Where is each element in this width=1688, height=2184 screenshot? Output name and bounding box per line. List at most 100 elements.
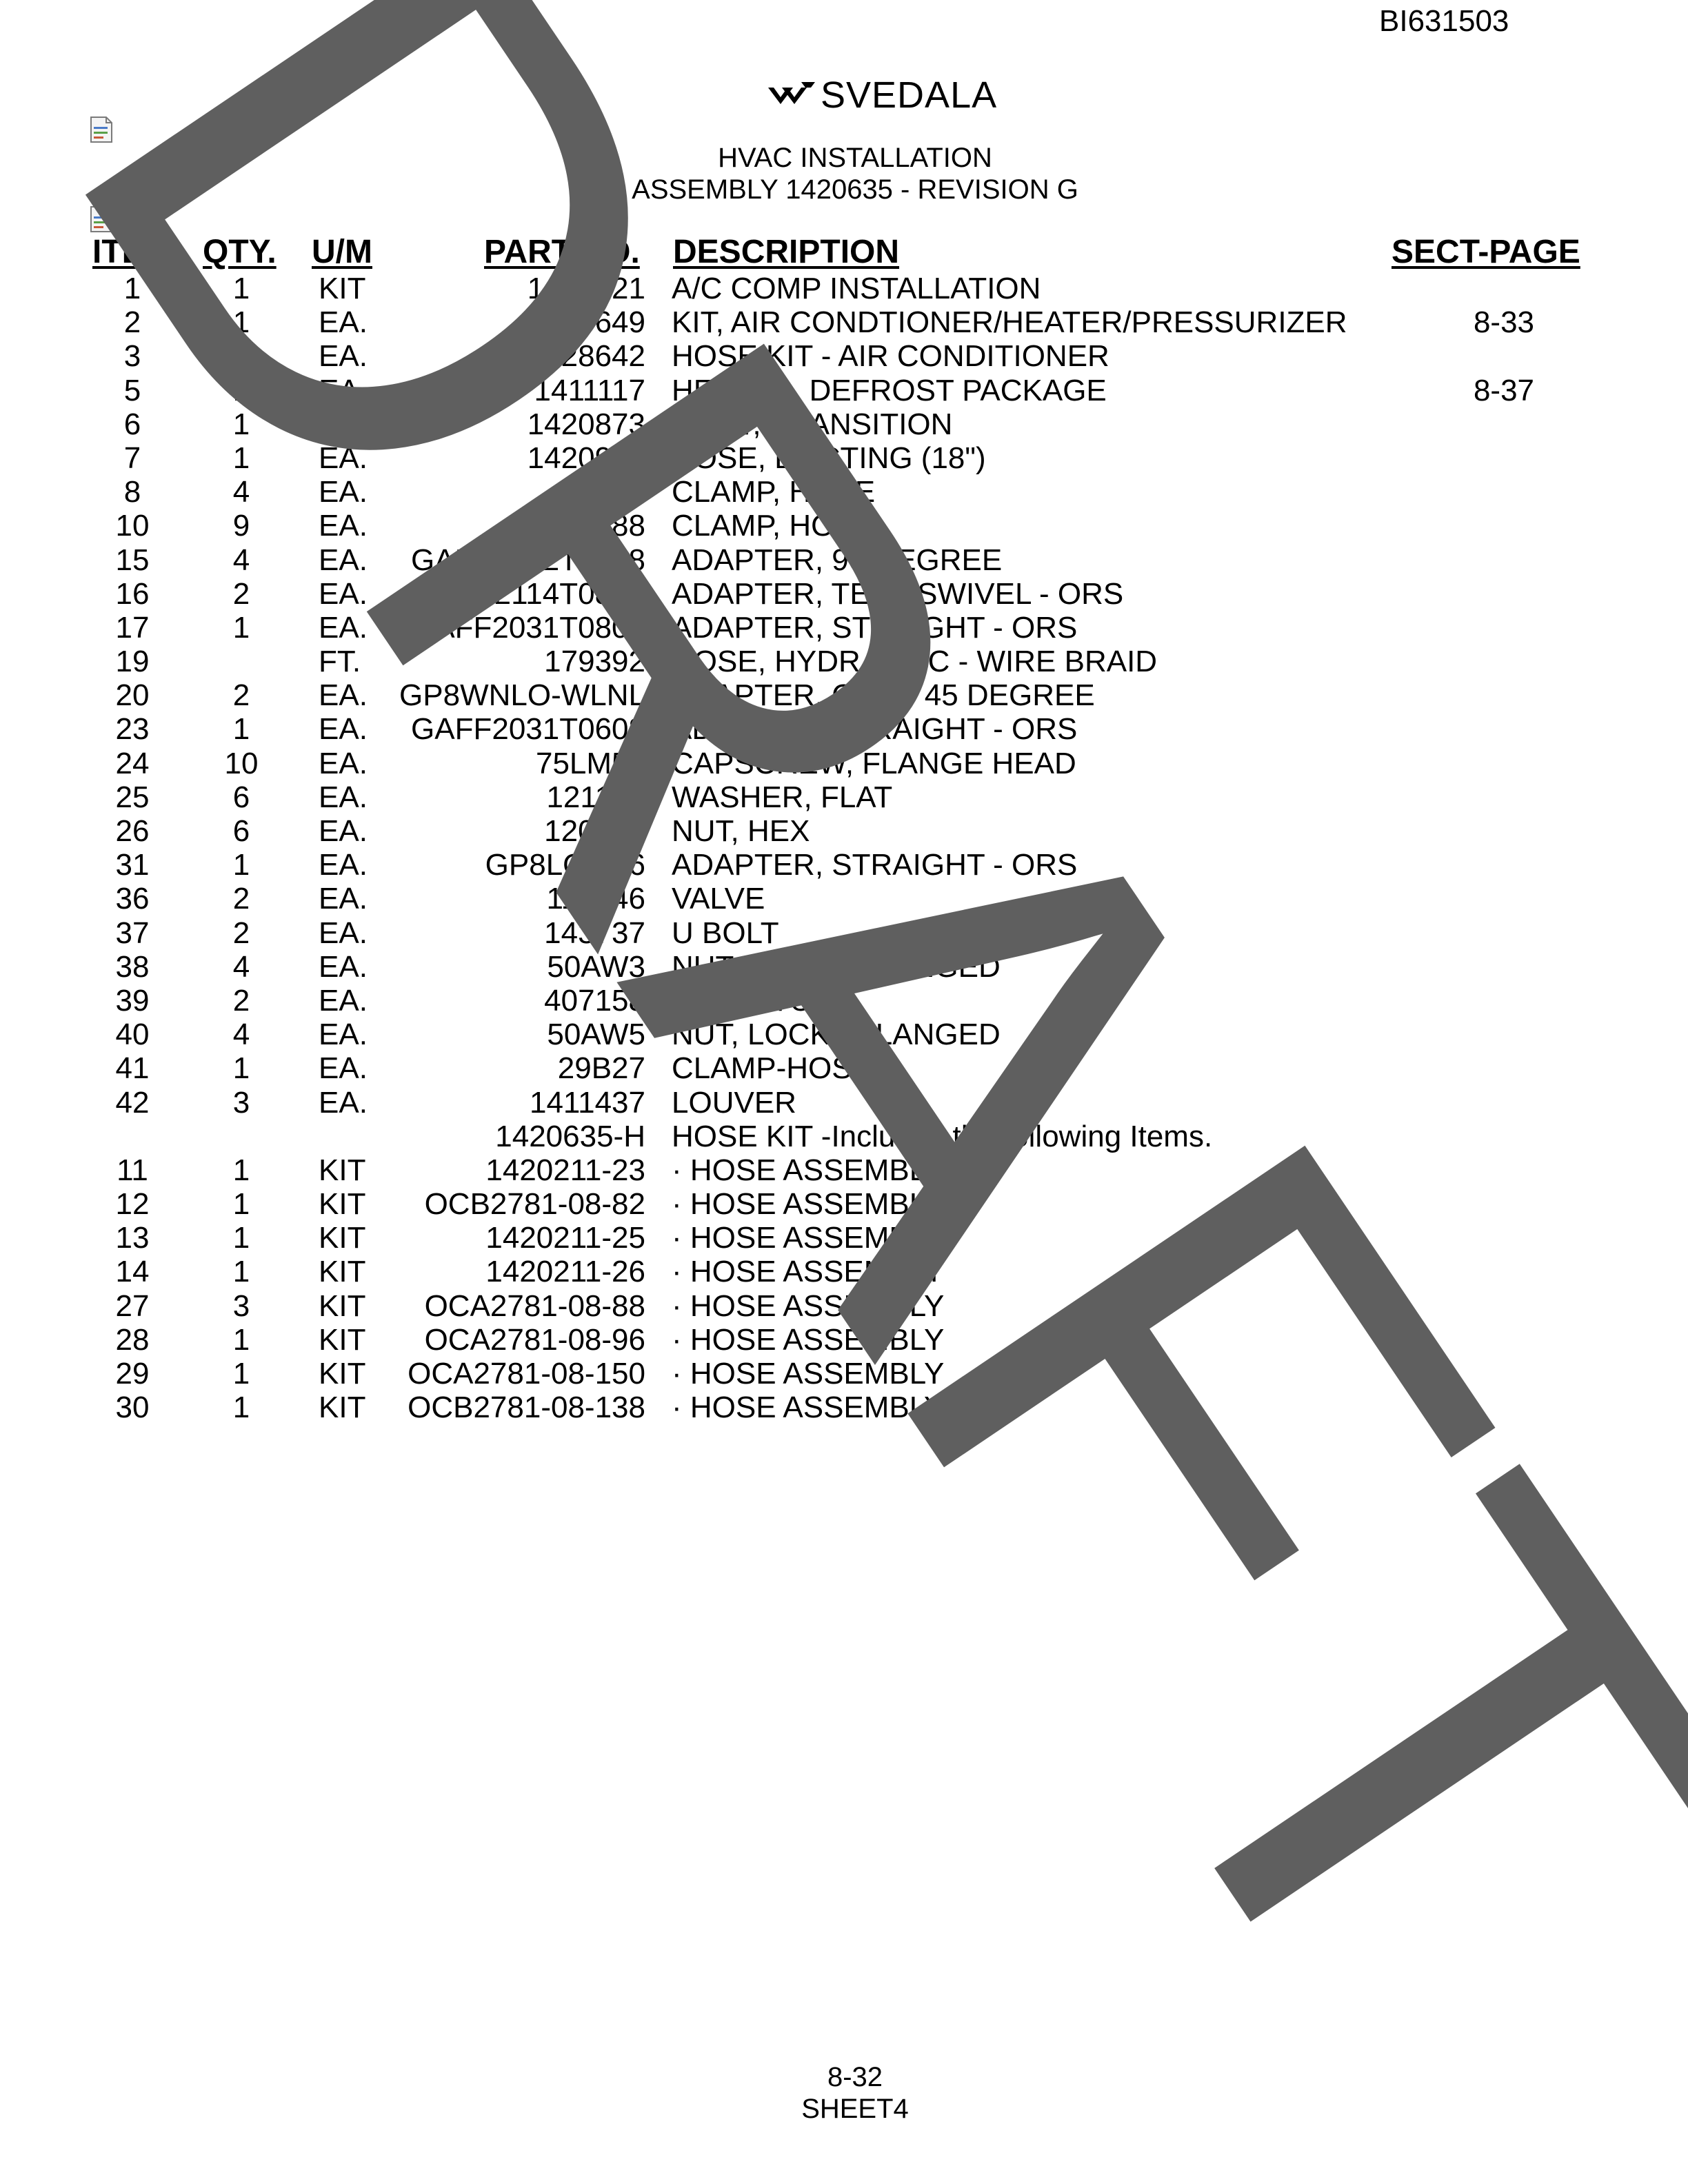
cell-item: 31 — [115, 848, 150, 882]
cell-description: A/C COMP INSTALLATION — [672, 272, 1041, 305]
cell-sect-page: 8-33 — [1473, 305, 1535, 340]
cell-um: FT. — [319, 645, 361, 679]
cell-part-no: 75LM51 — [535, 746, 645, 780]
cell-description: HOSE KIT - AIR CONDITIONER — [672, 339, 1109, 374]
cell-um: EA. — [319, 305, 368, 340]
page-number: 8-32 — [827, 2062, 883, 2092]
cell-description: CAPSCREW, FLANGE HEAD — [672, 746, 1076, 780]
cell-um: EA. — [319, 1018, 368, 1052]
cell-qty: 2 — [232, 882, 250, 916]
cell-part-no: 29B27 — [557, 1051, 645, 1086]
cell-um: KIT — [319, 1288, 366, 1323]
cell-um: EA. — [319, 780, 368, 814]
title-line-1: HVAC INSTALLATION — [718, 143, 992, 173]
document-id: BI631503 — [1379, 4, 1509, 38]
cell-description: CLAMP, HOSE — [672, 475, 876, 509]
cell-qty: 4 — [232, 1018, 250, 1052]
cell-um: EA. — [319, 407, 368, 441]
cell-qty: 10 — [224, 746, 259, 780]
header-part-no: PART NO. — [484, 234, 640, 270]
cell-item: 29 — [115, 1357, 150, 1391]
cell-item: 19 — [115, 645, 150, 679]
cell-part-no: 118246 — [546, 882, 645, 916]
cell-qty: 1 — [232, 441, 250, 475]
cell-qty: 1 — [232, 407, 250, 441]
cell-um: KIT — [319, 1322, 366, 1357]
cell-description: DUCT, TRANSITION — [672, 407, 953, 441]
document-title: HVAC INSTALLATION ASSEMBLY 1420635 - REV… — [0, 142, 1688, 205]
cell-um: EA. — [319, 916, 368, 950]
cell-um: KIT — [319, 272, 366, 305]
cell-description: · HOSE ASSEMBLY — [672, 1322, 945, 1357]
cell-um: EA. — [319, 746, 368, 780]
cell-description: LOUVER — [672, 1085, 796, 1120]
cell-um: EA. — [319, 678, 368, 713]
cell-item: 38 — [115, 949, 150, 984]
cell-qty: 1 — [232, 1322, 250, 1357]
cell-part-no: OCA2781-08-88 — [424, 1288, 645, 1323]
cell-qty: 1 — [232, 1255, 250, 1289]
cell-qty: 1 — [232, 610, 250, 645]
cell-um: EA. — [319, 1085, 368, 1120]
cell-description: · HOSE ASSEMBLY — [672, 1153, 945, 1187]
cell-um: EA. — [319, 712, 368, 747]
svedala-chevron-logo — [768, 82, 815, 104]
table-header: ITEM QTY. U/M PART NO. DESCRIPTION SECT-… — [0, 233, 1688, 274]
cell-part-no: GP8LOHX6 — [485, 848, 645, 882]
cell-um: EA. — [319, 814, 368, 848]
cell-part-no: 143737 — [544, 916, 645, 950]
cell-part-no: 1420211-23 — [485, 1153, 645, 1187]
cell-part-no: 1411437 — [529, 1085, 645, 1120]
cell-description: · HOSE ASSEMBLY — [672, 1391, 945, 1425]
cell-qty: 1 — [232, 1221, 250, 1255]
cell-item: 23 — [115, 712, 150, 747]
cell-item: 30 — [115, 1391, 150, 1425]
cell-qty: 2 — [232, 678, 250, 713]
cell-item: 2 — [123, 305, 141, 340]
cell-description: BAR, STUD — [672, 983, 834, 1018]
cell-item: 13 — [115, 1221, 150, 1255]
cell-description: HOSE, DUCTING (18") — [672, 441, 986, 475]
cell-description: HOSE KIT -Includes the following Items. — [672, 1119, 1213, 1153]
header-description: DESCRIPTION — [673, 234, 900, 270]
cell-description: ADAPTER, 90 DEGREE — [672, 543, 1003, 577]
cell-um: EA. — [319, 610, 368, 645]
cell-description: ADAPTER, STRAIGHT - ORS — [672, 848, 1078, 882]
cell-description: · HOSE ASSEMBLY — [672, 1255, 945, 1289]
cell-um: EA. — [319, 509, 368, 543]
cell-qty: 1 — [232, 339, 250, 374]
cell-part-no: OCB2781-08-138 — [408, 1391, 645, 1425]
cell-qty: 1 — [232, 272, 250, 305]
cell-description: VALVE — [672, 882, 765, 916]
cell-description: ADAPTER, STRAIGHT - ORS — [672, 712, 1078, 747]
cell-um: EA. — [319, 543, 368, 577]
cell-part-no: GAFF2114T0808 — [413, 576, 645, 611]
cell-um: EA. — [319, 882, 368, 916]
cell-item: 1 — [123, 272, 141, 305]
cell-qty: 2 — [232, 983, 250, 1018]
cell-item: 8 — [123, 475, 141, 509]
cell-qty: 1 — [232, 712, 250, 747]
cell-item: 6 — [123, 407, 141, 441]
cell-part-no: 1420211-26 — [485, 1255, 645, 1289]
cell-description: CLAMP-HOSE — [672, 1051, 872, 1086]
cell-um: EA. — [319, 441, 368, 475]
cell-um: EA. — [319, 373, 368, 407]
header-um: U/M — [312, 234, 372, 270]
cell-um: KIT — [319, 1221, 366, 1255]
cell-part-no: OCB2781-08-82 — [424, 1187, 645, 1222]
cell-um: EA. — [319, 848, 368, 882]
